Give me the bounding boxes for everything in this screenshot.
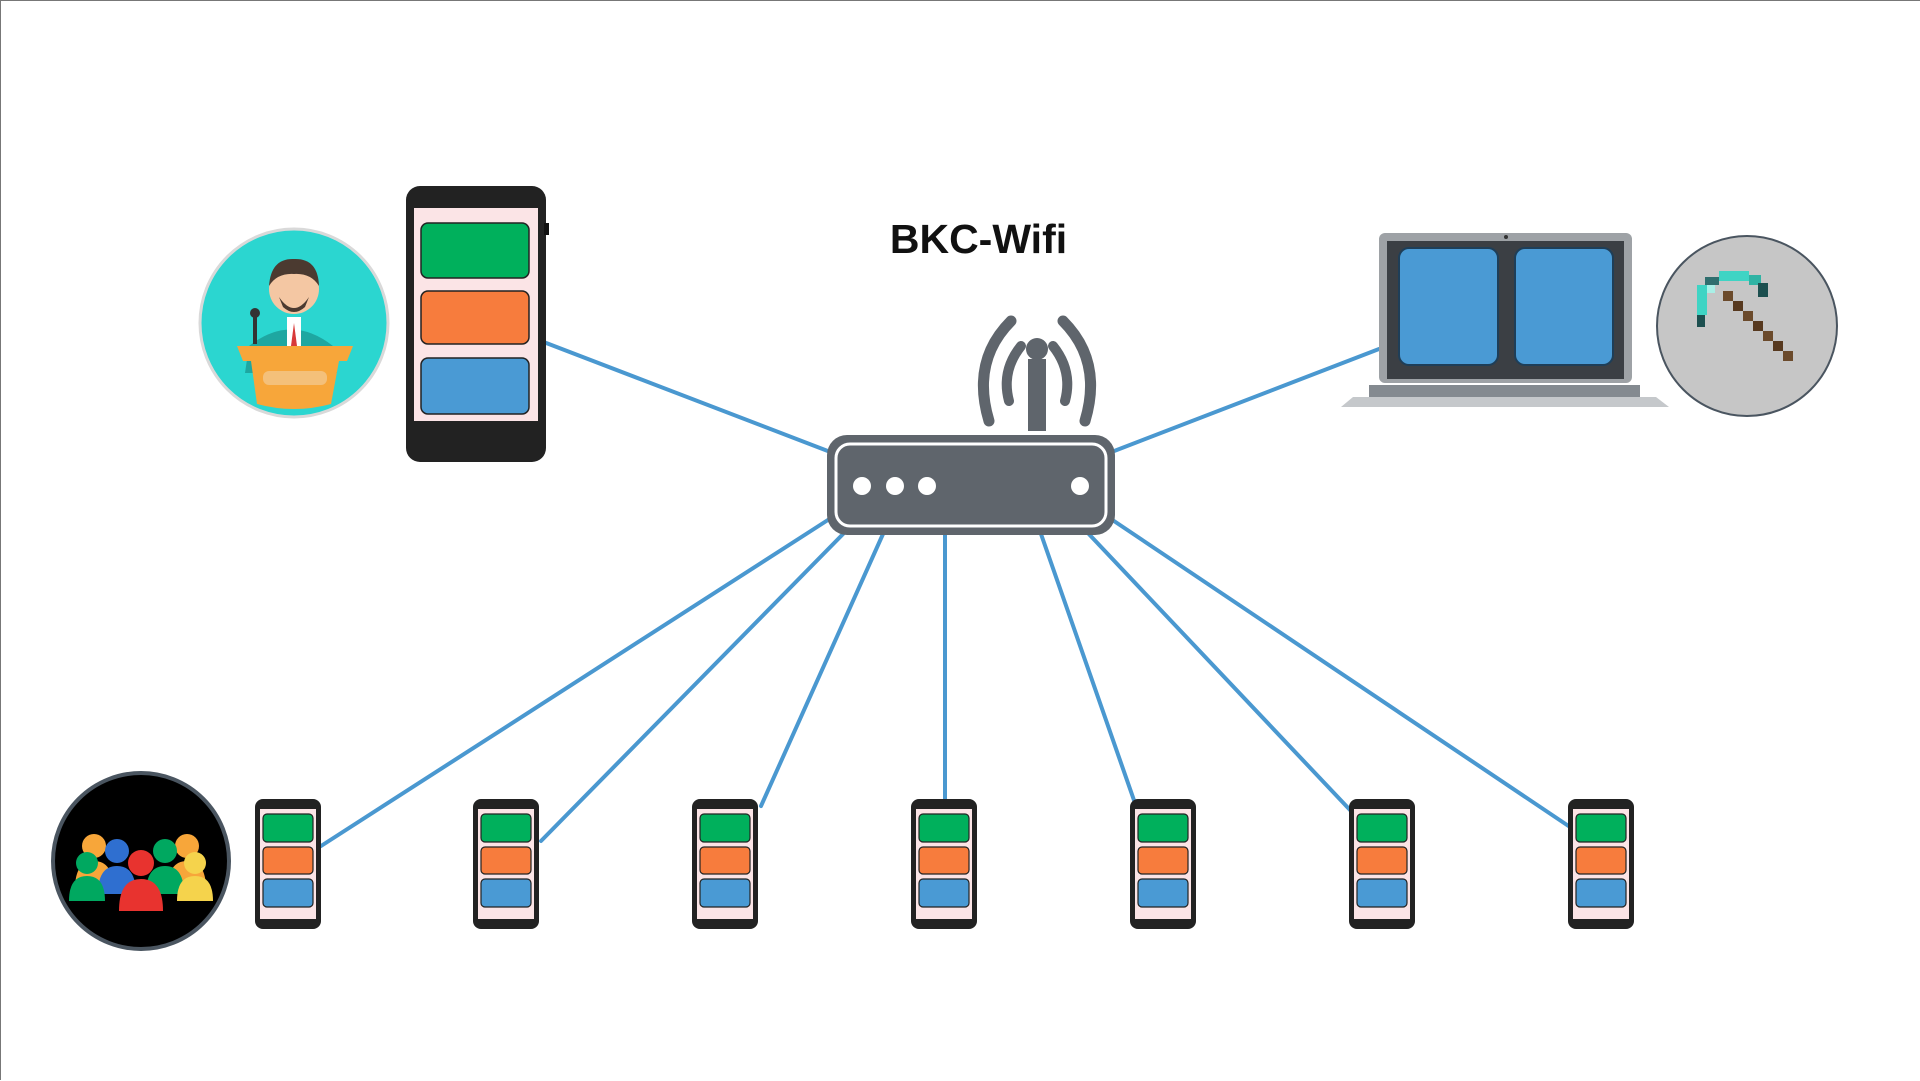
audience-group-icon [51,771,231,951]
audience-phone-1 [254,798,322,930]
link-admin-laptop [1107,347,1381,455]
network-links [319,339,1575,848]
network-name-label: BKC-Wifi [889,216,1068,262]
audience-phone-5 [1129,798,1197,930]
speaker-at-podium-icon [198,227,390,419]
admin-laptop [1341,233,1669,407]
link-audience-phone-1 [319,516,833,848]
link-audience-phone-6 [1084,529,1353,813]
link-audience-phone-2 [539,529,848,843]
link-audience-phone-7 [1109,517,1575,831]
pickaxe-icon [1656,235,1838,417]
audience-phone-4 [910,798,978,930]
link-speaker-phone [539,339,835,455]
audience-phones [254,798,1635,930]
link-audience-phone-5 [1039,532,1138,808]
router-icon [827,315,1115,535]
link-audience-phone-3 [759,532,885,808]
audience-phone-3 [691,798,759,930]
speaker-smartphone [406,186,549,462]
audience-phone-6 [1348,798,1416,930]
audience-phone-2 [472,798,540,930]
audience-phone-7 [1567,798,1635,930]
